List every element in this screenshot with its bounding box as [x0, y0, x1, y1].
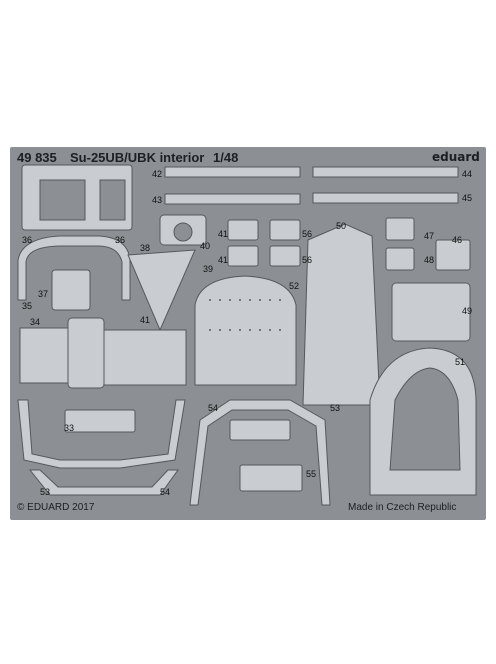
part-number: 41 — [140, 315, 151, 325]
part-number: 46 — [452, 235, 463, 245]
part-34-b — [67, 317, 105, 389]
part-number: 36 — [22, 235, 33, 245]
part-55-box — [239, 464, 303, 492]
part-number: 53 — [40, 487, 51, 497]
part-33-box — [64, 409, 136, 433]
part-35-arch — [17, 235, 131, 301]
copyright-text: © EDUARD 2017 — [17, 502, 95, 513]
part-number: 44 — [462, 169, 473, 179]
part-56-panel — [269, 219, 301, 241]
seat-panels — [103, 329, 187, 386]
part-54-frame — [189, 399, 331, 506]
part-41-panel-b — [227, 245, 259, 267]
part-number: 53 — [330, 403, 341, 413]
part-33-frame — [17, 399, 186, 469]
part-number: 56 — [302, 255, 313, 265]
part-number: 50 — [336, 221, 347, 231]
part-49 — [391, 282, 471, 342]
part-47 — [385, 217, 415, 241]
set-title: Su-25UB/UBK interior — [70, 150, 205, 165]
part-number: 52 — [289, 281, 300, 291]
part-number: 45 — [462, 193, 473, 203]
part-45-strip — [312, 192, 459, 204]
part-38-39 — [127, 249, 196, 332]
part-53-center — [229, 419, 291, 441]
part-41-panel — [227, 219, 259, 241]
part-number: 49 — [462, 306, 473, 316]
scale-label: 1/48 — [213, 150, 239, 165]
part-43-strip — [164, 193, 301, 205]
part-52-seatback — [194, 275, 297, 386]
brand-logo: eduard — [432, 150, 480, 164]
part-number: 33 — [64, 423, 75, 433]
part-40-dial — [173, 222, 193, 242]
part-number: 55 — [306, 469, 317, 479]
part-number: 36 — [115, 235, 126, 245]
part-36-inner-right — [99, 179, 126, 221]
part-51-inner — [389, 367, 461, 471]
part-number: 54 — [160, 487, 171, 497]
part-48 — [385, 247, 415, 271]
part-number: 35 — [22, 301, 33, 311]
part-number: 42 — [152, 169, 163, 179]
part-50 — [302, 223, 381, 406]
part-number: 56 — [302, 229, 313, 239]
part-number: 47 — [424, 231, 435, 241]
part-36-inner — [39, 179, 86, 221]
part-number: 34 — [30, 317, 41, 327]
origin-text: Made in Czech Republic — [348, 502, 457, 513]
part-number: 40 — [200, 241, 211, 251]
part-number: 41 — [218, 229, 229, 239]
part-37 — [51, 269, 91, 311]
part-number: 37 — [38, 289, 49, 299]
part-42-strip — [164, 166, 301, 178]
part-53-54-left — [28, 469, 179, 496]
part-46 — [435, 239, 471, 271]
part-number: 54 — [208, 403, 219, 413]
part-56-panel-b — [269, 245, 301, 267]
part-number: 39 — [203, 264, 214, 274]
part-number: 38 — [140, 243, 151, 253]
part-number: 43 — [152, 195, 163, 205]
part-number: 48 — [424, 255, 435, 265]
set-code: 49 835 — [17, 150, 57, 165]
part-44-strip — [312, 166, 459, 178]
part-number: 41 — [218, 255, 229, 265]
part-number: 51 — [455, 357, 466, 367]
